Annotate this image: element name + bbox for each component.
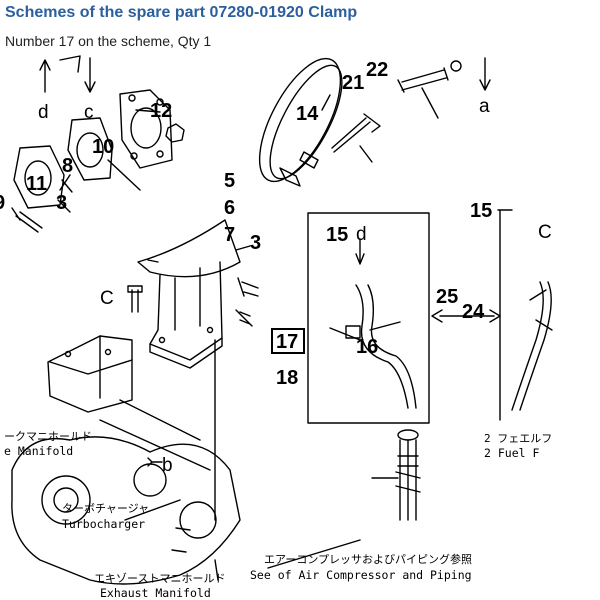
label-turbo-en: Turbocharger xyxy=(62,517,145,531)
band-clamp-14 xyxy=(258,57,342,183)
flange-12 xyxy=(119,89,173,169)
part-subtitle: Number 17 on the scheme, Qty 1 xyxy=(5,33,212,49)
callout-7[interactable]: 7 xyxy=(224,224,235,246)
callout-22[interactable]: 22 xyxy=(366,59,388,81)
label-exhaust-en: Exhaust Manifold xyxy=(100,586,211,600)
scheme-drawing xyxy=(11,55,553,585)
detail-box-left xyxy=(307,212,430,424)
filter-rod xyxy=(399,439,417,521)
callout-24[interactable]: 24 xyxy=(462,301,485,323)
component-labels: ークマニホールド e Manifold ターボチャージャ Turbocharge… xyxy=(4,430,552,600)
double-arrow xyxy=(431,309,501,323)
page-title: Schemes of the spare part 07280-01920 Cl… xyxy=(5,4,358,21)
callout-numbers: 21 22 12 14 10 8 11 3 9 5 6 7 3 15 15 25… xyxy=(0,59,492,389)
ref-letter-b: b xyxy=(162,455,173,476)
callout-3-right[interactable]: 3 xyxy=(250,232,261,254)
label-fuel-en: 2 Fuel F xyxy=(484,446,539,460)
selected-callout-box xyxy=(271,328,305,354)
callout-21[interactable]: 21 xyxy=(342,72,364,94)
label-turbo-jp: ターボチャージャ xyxy=(62,502,149,515)
callout-16[interactable]: 16 xyxy=(356,336,378,358)
label-manifold-jp: ークマニホールド xyxy=(4,430,92,443)
callout-15-right[interactable]: 15 xyxy=(470,200,492,222)
callout-10[interactable]: 10 xyxy=(92,136,114,158)
ref-letter-d-detail: d xyxy=(356,224,367,245)
callout-3-left[interactable]: 3 xyxy=(56,192,67,214)
ref-letter-c-right: C xyxy=(538,222,552,243)
nut xyxy=(165,123,185,143)
label-manifold-en: e Manifold xyxy=(4,444,73,458)
ref-letter-c-mid: C xyxy=(100,288,114,309)
bolt-21-22 xyxy=(397,67,449,93)
parts-scheme-diagram: 21 22 12 14 10 8 11 3 9 5 6 7 3 15 15 25… xyxy=(0,55,553,600)
reference-letters: d c a C d b C xyxy=(38,96,552,476)
detail-box-right xyxy=(497,209,513,421)
ref-letter-c-top: c xyxy=(84,102,94,123)
callout-18[interactable]: 18 xyxy=(276,367,298,389)
callout-11[interactable]: 11 xyxy=(26,173,47,195)
callout-25[interactable]: 25 xyxy=(436,286,458,308)
engine-block xyxy=(11,436,241,585)
label-compressor-jp: エアーコンプレッサおよびパイピング参照 xyxy=(264,552,472,566)
callout-8[interactable]: 8 xyxy=(62,155,73,177)
arrow-a-top xyxy=(479,57,491,91)
flange-11 xyxy=(13,145,65,209)
bracket xyxy=(137,219,241,278)
ref-letter-a-top: a xyxy=(479,96,490,117)
callout-12[interactable]: 12 xyxy=(150,100,172,122)
callout-15-detail[interactable]: 15 xyxy=(326,224,348,246)
ref-letter-d-top: d xyxy=(38,102,49,123)
arrow-c-top xyxy=(84,57,96,93)
label-compressor-en: See of Air Compressor and Piping xyxy=(250,568,472,582)
label-exhaust-jp: エキゾーストマニホールド xyxy=(94,572,225,585)
callout-5[interactable]: 5 xyxy=(224,170,235,192)
arrow-d-top xyxy=(39,59,51,93)
callout-14[interactable]: 14 xyxy=(296,103,319,125)
callout-17[interactable]: 17 xyxy=(276,331,298,353)
label-fuel-jp: 2 フェエルフ xyxy=(484,432,552,445)
callout-6[interactable]: 6 xyxy=(224,197,235,219)
gasket-10 xyxy=(67,117,113,181)
callout-9[interactable]: 9 xyxy=(0,192,5,214)
